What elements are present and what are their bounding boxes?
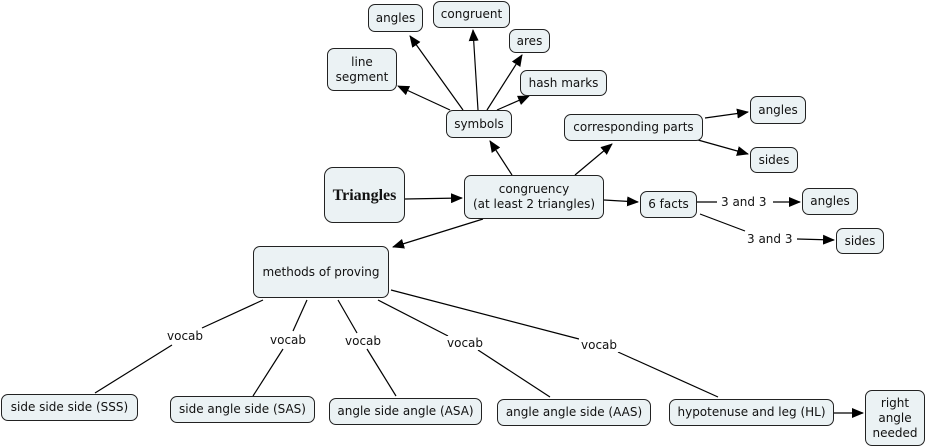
edge-methods-vocab: [201, 299, 264, 329]
node-congruency[interactable]: congruency (at least 2 triangles): [464, 175, 604, 219]
edge-congruency-methods: [392, 218, 484, 249]
edge-label-b-sides: [796, 234, 835, 245]
edge-methods-vocab: [390, 289, 580, 340]
edge-symbols-linesegment: [397, 85, 451, 111]
node-hl[interactable]: hypotenuse and leg (HL): [669, 399, 834, 426]
edge-corresponding-angles: [704, 108, 749, 119]
node-methods-of-proving[interactable]: methods of proving: [253, 246, 389, 298]
node-congruent[interactable]: congruent: [433, 1, 510, 28]
link-label-vocab-sss: vocab: [165, 329, 206, 343]
node-cp-sides[interactable]: sides: [750, 147, 798, 173]
edge-methods-vocab: [617, 351, 719, 398]
edge-methods-vocab: [292, 299, 308, 332]
node-corresponding-parts[interactable]: corresponding parts: [564, 114, 703, 141]
node-hash-marks[interactable]: hash marks: [520, 70, 607, 96]
link-label-3and3-sides: 3 and 3: [745, 232, 795, 246]
node-facts-sides[interactable]: sides: [836, 228, 884, 254]
edge-congruency-symbols: [489, 140, 513, 176]
edge-corresponding-sides: [697, 139, 749, 156]
edge-methods-vocab: [366, 348, 397, 397]
node-sss[interactable]: side side side (SSS): [1, 394, 138, 421]
edge-sixfacts-label-b: [699, 213, 746, 232]
edge-triangles-congruency: [404, 193, 463, 204]
node-cp-angles[interactable]: angles: [750, 96, 806, 124]
node-ares[interactable]: ares: [509, 29, 550, 53]
edge-symbols-congruent: [468, 29, 479, 111]
link-label-vocab-sas: vocab: [268, 333, 309, 347]
edge-methods-vocab: [377, 299, 449, 337]
node-asa[interactable]: angle side angle (ASA): [329, 398, 482, 425]
edge-symbols-angles: [409, 35, 464, 111]
node-six-facts[interactable]: 6 facts: [640, 191, 697, 218]
node-facts-angles[interactable]: angles: [802, 188, 858, 215]
node-line-segment[interactable]: line segment: [327, 48, 397, 91]
link-label-vocab-aas: vocab: [445, 336, 486, 350]
link-label-vocab-asa: vocab: [343, 334, 384, 348]
node-aas[interactable]: angle angle side (AAS): [497, 399, 651, 426]
link-label-3and3-angles: 3 and 3: [719, 195, 769, 209]
node-sas[interactable]: side angle side (SAS): [170, 396, 315, 423]
edge-methods-vocab: [252, 348, 284, 397]
edge-methods-vocab: [477, 349, 551, 398]
node-triangles[interactable]: Triangles: [324, 167, 405, 223]
edge-methods-vocab: [94, 344, 173, 394]
node-symbols[interactable]: symbols: [446, 110, 512, 138]
node-angles-symbol[interactable]: angles: [368, 4, 423, 32]
edge-congruency-sixfacts: [603, 196, 639, 207]
edge-symbols-ares: [486, 54, 523, 111]
edge-symbols-hashmarks: [496, 95, 530, 111]
link-label-vocab-hl: vocab: [579, 338, 620, 352]
edge-congruency-corresponding: [574, 143, 613, 176]
edge-methods-vocab: [337, 299, 358, 334]
node-right-angle-needed[interactable]: right angle needed: [865, 390, 925, 446]
